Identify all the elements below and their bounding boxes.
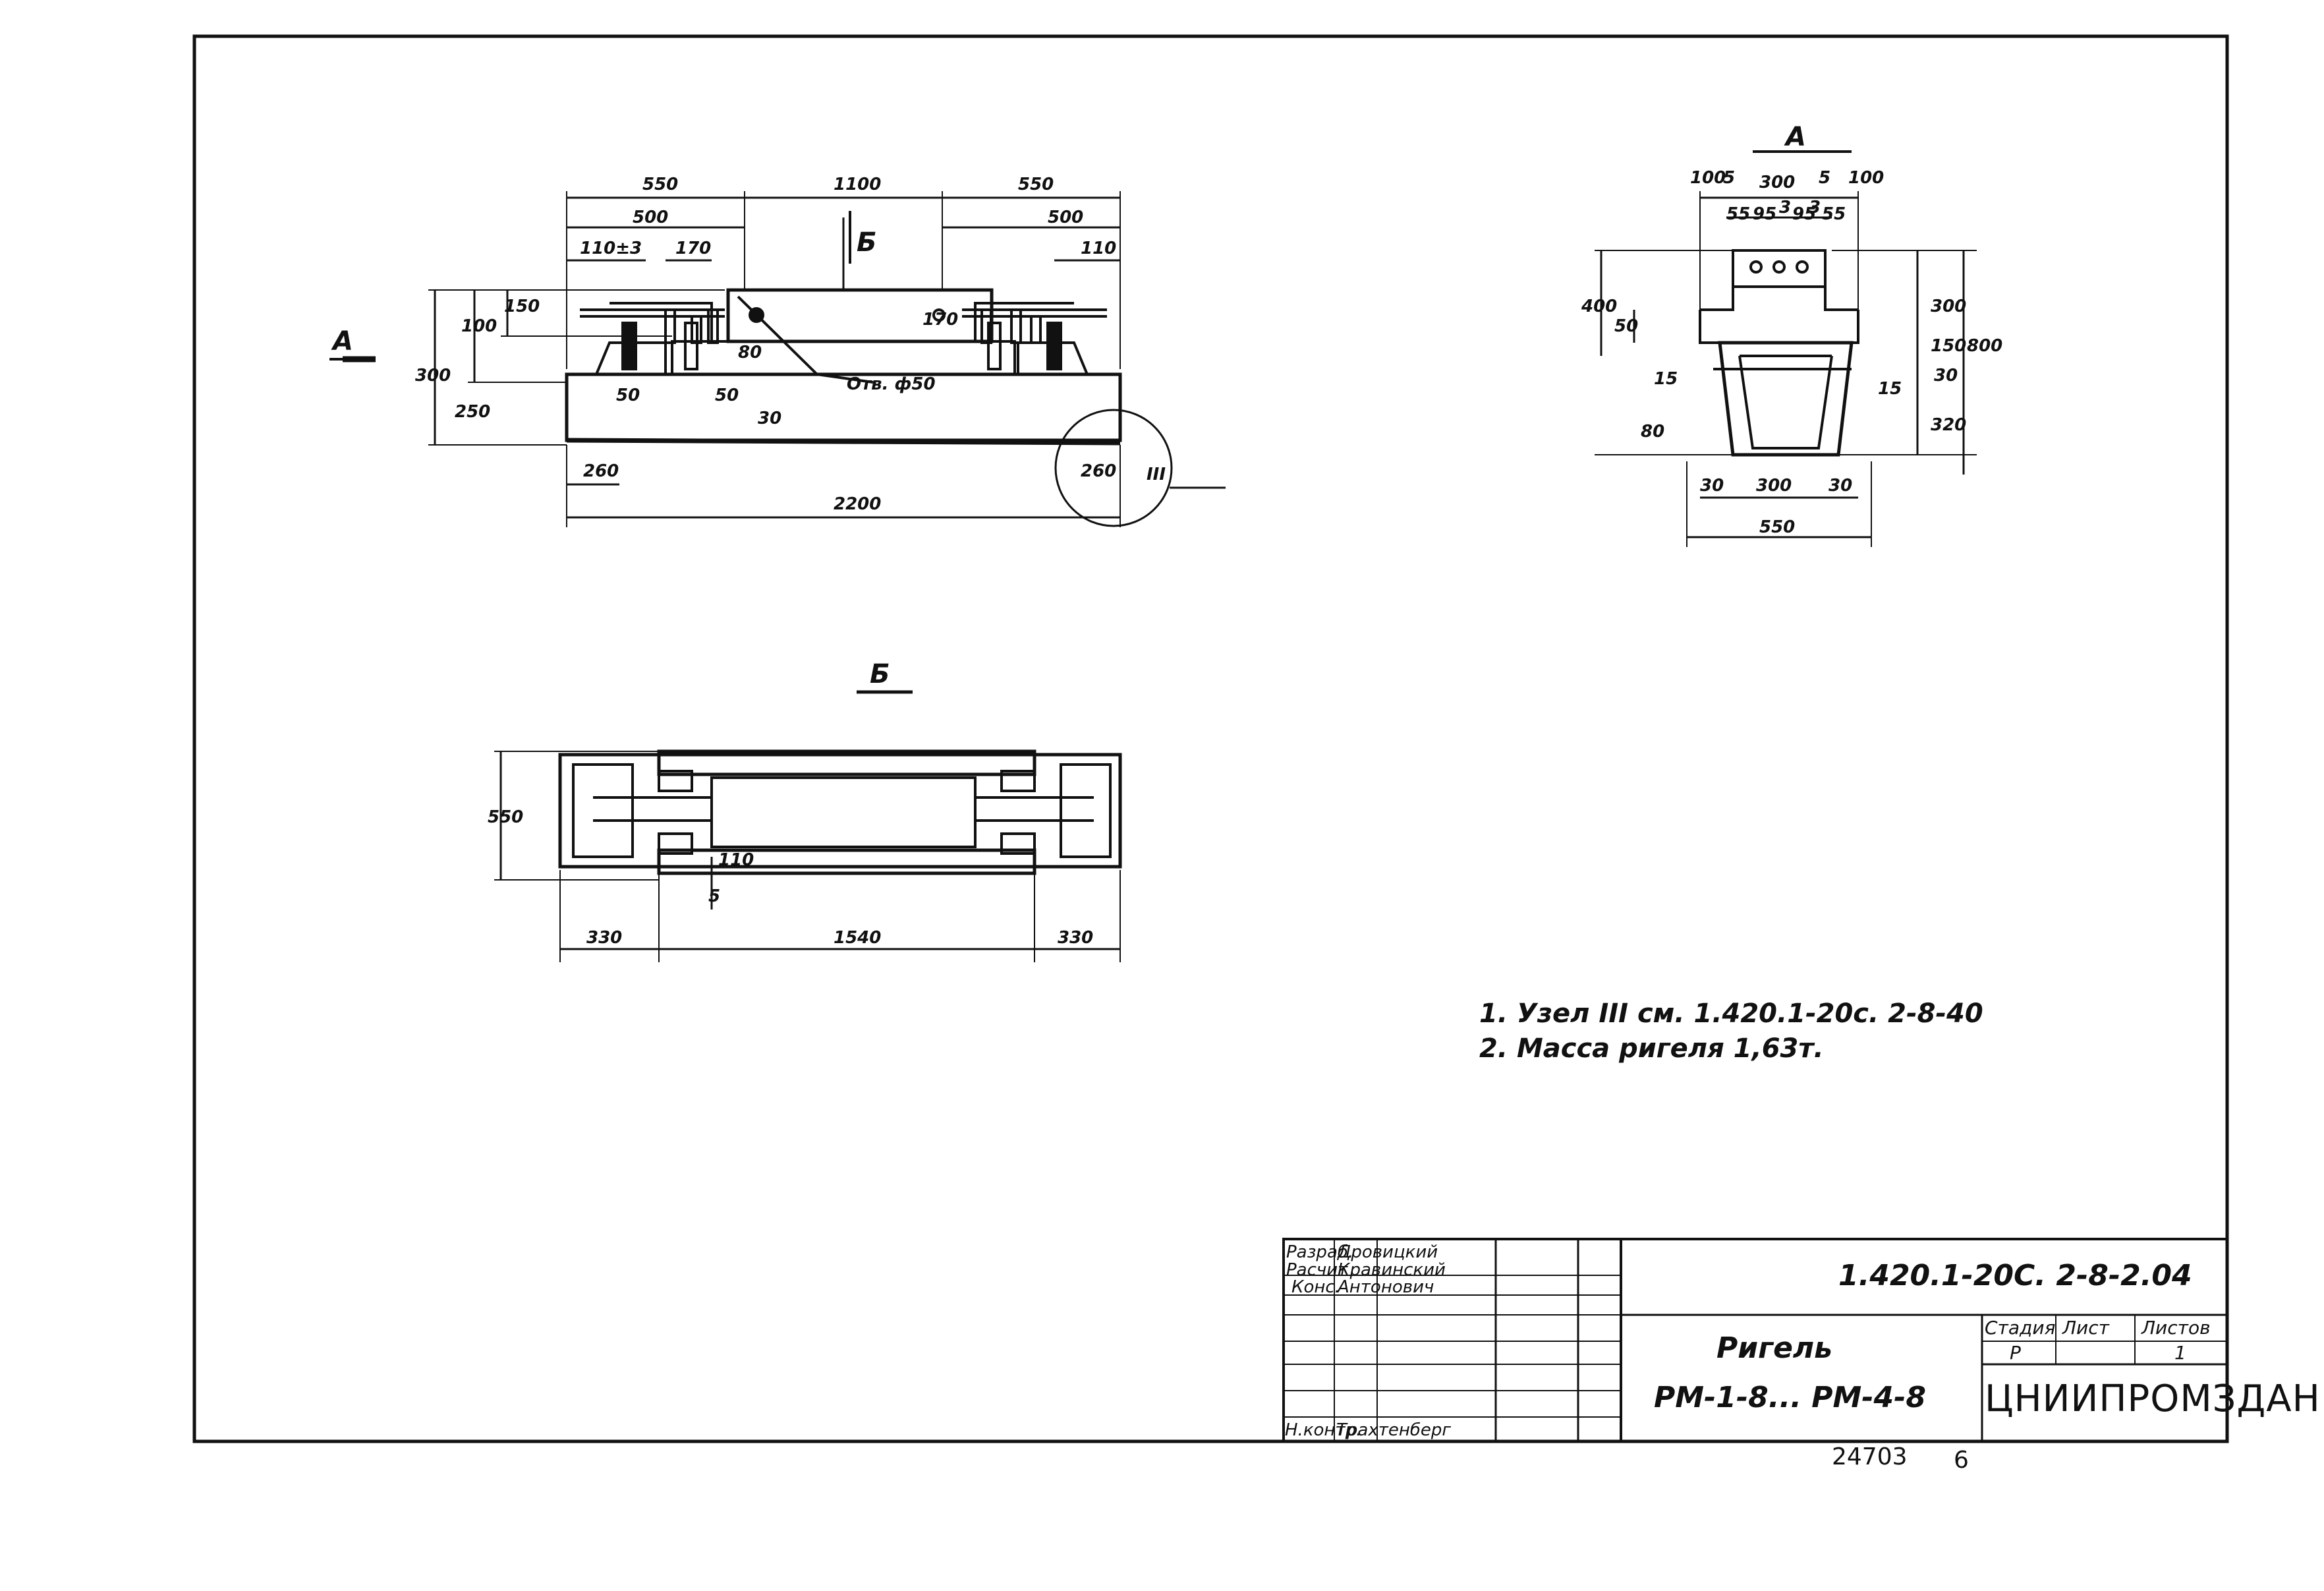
side-t55a: 55 [1726, 204, 1751, 224]
front-view [329, 191, 1226, 527]
tb-name-1: Дровицкий [1338, 1242, 1438, 1262]
plan-h550: 550 [488, 807, 524, 827]
side-b300: 300 [1756, 476, 1792, 496]
side-t3b: 3 [1809, 198, 1821, 217]
dim-top-mid: 1100 [834, 175, 882, 194]
dim-260b: 260 [1081, 461, 1117, 481]
side-t5b: 5 [1819, 168, 1831, 188]
tb-sheets-value: 1 [2174, 1342, 2186, 1364]
side-t300: 300 [1759, 173, 1796, 192]
tb-sheet-header: Лист [2062, 1317, 2109, 1339]
archive-number: 24703 [1832, 1443, 1908, 1470]
side-t100b: 100 [1848, 168, 1885, 188]
tb-organization: ЦНИИПРОМЗДАНИЙ [1985, 1377, 2324, 1420]
side-l80: 80 [1641, 422, 1665, 442]
tb-stage-value: Р [2010, 1342, 2021, 1364]
dim-150: 150 [504, 297, 540, 316]
dim-top-left: 550 [642, 175, 679, 194]
view-a-arrow-label: А [333, 326, 353, 357]
dim-100: 100 [461, 316, 497, 336]
side-b30b: 30 [1828, 476, 1853, 496]
dim-tolerance: 110±3 [580, 239, 642, 258]
view-a-title: А [1786, 122, 1806, 152]
tb-role-nkontr: Н.контр. [1285, 1420, 1362, 1440]
node-iii-callout [1054, 409, 1173, 527]
tb-role-3: Конс. [1291, 1277, 1340, 1297]
tb-title-line1: Ригель [1716, 1331, 1832, 1365]
side-l400: 400 [1581, 297, 1618, 316]
dim-30: 30 [758, 409, 782, 428]
side-r800: 800 [1967, 336, 2003, 356]
plan-left-330: 330 [586, 928, 623, 948]
dim-170: 170 [675, 239, 712, 258]
dim-80a: 80 [738, 343, 762, 362]
side-r320: 320 [1931, 415, 1967, 435]
tb-role-2: Расчит [1286, 1260, 1348, 1280]
side-l50: 50 [1614, 316, 1639, 336]
dim-top-right: 550 [1018, 175, 1054, 194]
side-t5a: 5 [1723, 168, 1736, 188]
plan-r110: 110 [718, 850, 754, 870]
node-label: III [1147, 465, 1166, 484]
dim-250: 250 [455, 402, 491, 422]
side-b550: 550 [1759, 517, 1796, 537]
side-t55b: 55 [1822, 204, 1846, 224]
note-1: 1. Узел III см. 1.420.1-20с. 2-8-40 [1479, 998, 1983, 1029]
side-b30a: 30 [1700, 476, 1724, 496]
tb-role-1: Разраб. [1286, 1242, 1354, 1262]
side-r15: 15 [1878, 379, 1902, 399]
side-t100a: 100 [1690, 168, 1726, 188]
side-t3a: 3 [1779, 198, 1792, 217]
tb-title-line2: РМ-1-8... РМ-4-8 [1654, 1381, 1927, 1414]
note-2: 2. Масса ригеля 1,63т. [1479, 1033, 1824, 1064]
tb-stage-header: Стадия [1985, 1317, 2056, 1339]
side-r30: 30 [1934, 366, 1958, 386]
plan-right-330: 330 [1058, 928, 1094, 948]
sheet-frame [192, 34, 2229, 1443]
plan-view-b [494, 690, 1122, 962]
dim-260a: 260 [583, 461, 619, 481]
dim-right-500: 500 [1048, 208, 1084, 227]
side-l15: 15 [1654, 369, 1678, 389]
section-b-marker: Б [857, 227, 877, 258]
dim-170v: 170 [922, 310, 959, 330]
title-block [1282, 1238, 2228, 1443]
side-r150: 150 [1931, 336, 1967, 356]
dim-300: 300 [415, 366, 451, 386]
tb-sheets-header: Листов [2141, 1317, 2211, 1339]
view-b-title: Б [870, 659, 890, 689]
tb-doc-code: 1.420.1-20С. 2-8-2.04 [1838, 1259, 2192, 1292]
dim-total-2200: 2200 [834, 494, 882, 514]
dim-left-500: 500 [633, 208, 669, 227]
plan-r5: 5 [708, 886, 721, 906]
side-r300: 300 [1931, 297, 1967, 316]
side-t95b: 95 [1792, 204, 1817, 224]
tb-name-nkontr: Трахтенберг [1336, 1420, 1452, 1440]
page-number: 6 [1954, 1447, 1969, 1474]
tb-name-2: Кравинский [1338, 1260, 1446, 1280]
side-view-a [1595, 150, 1977, 547]
tb-name-3: Антонович [1338, 1277, 1434, 1297]
plan-mid-1540: 1540 [834, 928, 882, 948]
hole-callout: Отв. ф50 [847, 374, 936, 394]
dim-50b: 50 [715, 386, 739, 405]
dim-50a: 50 [616, 386, 640, 405]
dim-110: 110 [1081, 239, 1117, 258]
side-t95a: 95 [1753, 204, 1777, 224]
